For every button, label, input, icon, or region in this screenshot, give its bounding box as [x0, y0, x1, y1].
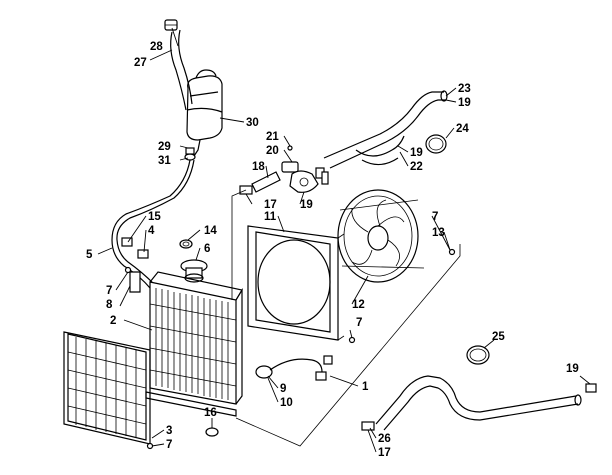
callout-3: 3 [166, 425, 172, 437]
hose-clamp-19-right [585, 383, 597, 393]
radiator-cap [180, 259, 208, 283]
callout-24: 24 [456, 123, 469, 135]
callout-21: 21 [266, 131, 279, 143]
callout-7-bracket: 7 [106, 285, 112, 297]
callout-28: 28 [150, 41, 163, 53]
hose-clamp-25 [466, 345, 490, 365]
callout-12: 12 [352, 299, 365, 311]
callout-25: 25 [492, 331, 505, 343]
callout-14: 14 [204, 225, 217, 237]
callout-27: 27 [134, 57, 147, 69]
rubber-mount [205, 427, 219, 437]
lower-radiator-hose [361, 375, 582, 431]
bypass-hose [239, 171, 281, 195]
callout-31: 31 [158, 155, 171, 167]
callout-22: 22 [410, 161, 423, 173]
hose-fitting-top [164, 19, 178, 31]
screen-mesh [67, 337, 147, 438]
callout-7-screen: 7 [166, 439, 172, 451]
callout-11: 11 [264, 211, 277, 223]
drain-plug [121, 237, 149, 259]
cap-seal [179, 239, 193, 249]
thermostat-housing [281, 161, 329, 193]
callout-19-upper: 19 [458, 97, 471, 109]
coolant-reservoir [186, 69, 223, 157]
callout-9: 9 [280, 383, 286, 395]
callout-29: 29 [158, 141, 171, 153]
hose-clamp-24 [425, 134, 447, 154]
temperature-sensor [255, 355, 333, 381]
callout-26: 26 [378, 433, 391, 445]
radiator-screen [63, 331, 151, 445]
callout-15: 15 [148, 211, 161, 223]
callout-16: 16 [204, 407, 217, 419]
callout-17-lower: 17 [378, 447, 391, 459]
callout-8: 8 [106, 299, 113, 311]
callout-5: 5 [86, 249, 93, 261]
callout-23: 23 [458, 83, 471, 95]
callout-13: 13 [432, 227, 445, 239]
upper-radiator-hose [323, 90, 448, 169]
callout-17-upper: 17 [264, 199, 277, 211]
callout-19-lower: 19 [566, 363, 579, 375]
overflow-hose [170, 29, 193, 111]
mounting-bracket [129, 271, 141, 293]
fan-shroud [247, 225, 345, 341]
callout-20: 20 [266, 145, 279, 157]
callout-19-mid: 19 [410, 147, 423, 159]
callout-labels: 28 27 30 29 31 23 19 24 21 20 18 19 22 1… [86, 41, 579, 459]
callout-6: 6 [204, 243, 210, 255]
callout-2: 2 [110, 315, 116, 327]
callout-7-shroud: 7 [356, 317, 362, 329]
callout-4: 4 [148, 225, 155, 237]
assembly-outline [231, 189, 461, 447]
callout-19-thermostat: 19 [300, 199, 313, 211]
callout-10: 10 [280, 397, 293, 409]
leader-lines [97, 27, 591, 453]
radiator-fins [149, 288, 237, 400]
callout-1: 1 [362, 381, 369, 393]
callout-7-fan-upper: 7 [432, 211, 438, 223]
callout-18: 18 [252, 161, 265, 173]
cooling-fan [337, 189, 425, 283]
radiator [145, 271, 243, 417]
callout-30: 30 [246, 117, 259, 129]
